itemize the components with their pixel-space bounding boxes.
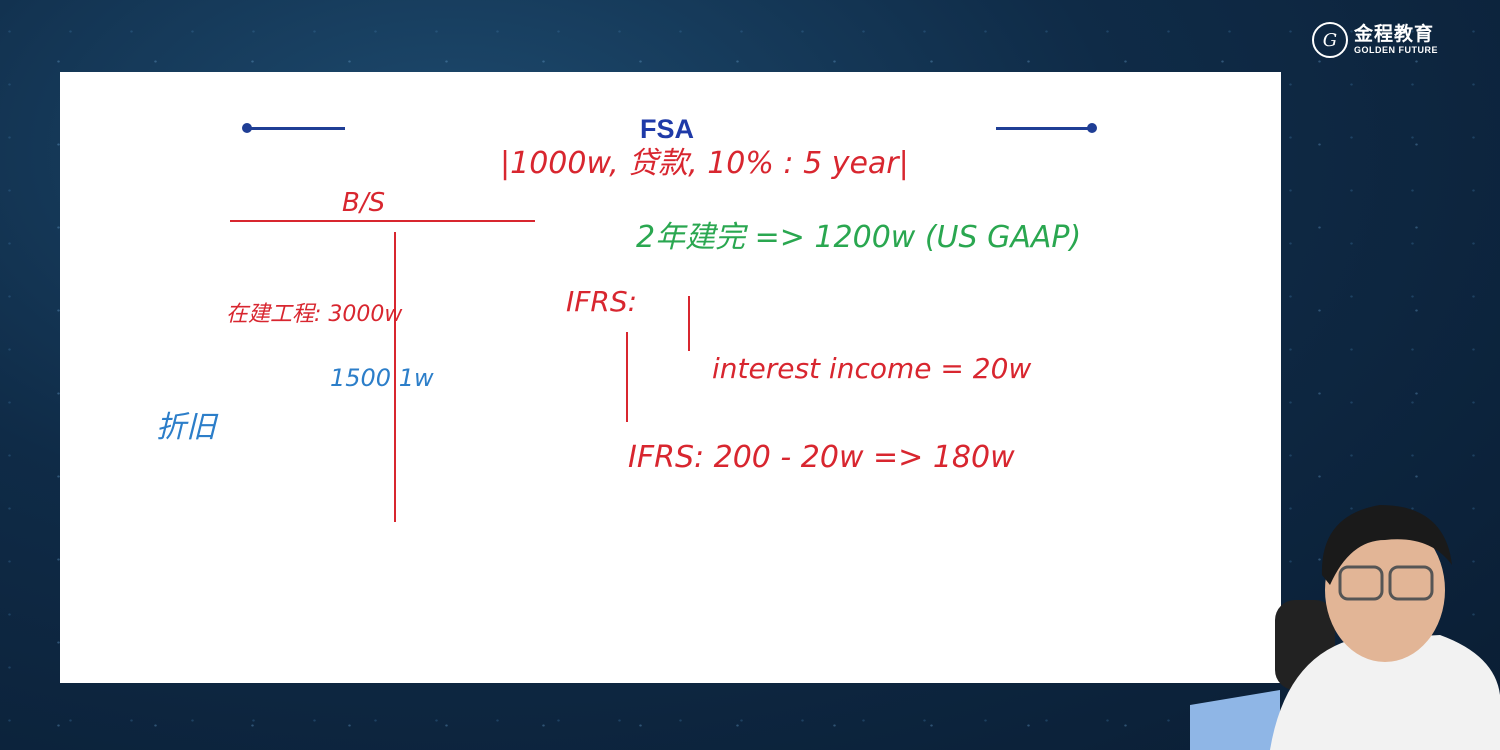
decor-line-right [996, 127, 1088, 130]
annotation-cip: 在建工程: 3000w [226, 302, 403, 327]
decor-line-left [247, 127, 345, 130]
t-account-horizontal [230, 220, 535, 222]
hair [1321, 505, 1452, 585]
logo-seal-icon: G [1312, 22, 1348, 58]
whiteboard-slide [60, 72, 1281, 683]
arrow-down-2 [688, 296, 690, 351]
shirt [1270, 635, 1500, 750]
decor-dot-right [1087, 123, 1097, 133]
annotation-usgaap: 2年建完 => 1200w (US GAAP) [636, 220, 1082, 255]
brand-logo: G 金程教育 GOLDEN FUTURE [1312, 22, 1438, 58]
annotation-loan: |1000w, 贷款, 10% : 5 year| [500, 146, 909, 181]
annotation-cip-2: 1500 1w [330, 364, 434, 392]
slide-title: FSA [640, 114, 694, 144]
t-account-vertical [394, 232, 396, 522]
brand-name-cn: 金程教育 [1354, 24, 1435, 45]
glasses-lens [1388, 565, 1434, 601]
annotation-ifrs-2: IFRS: 200 - 20w => 180w [628, 440, 1015, 475]
pillow [1190, 690, 1280, 750]
annotation-bs: B/S [342, 188, 386, 218]
annotation-depreciation: 折旧 [156, 410, 216, 445]
arrow-down-1 [626, 332, 628, 422]
presenter-video [1190, 505, 1500, 750]
brand-name-en: GOLDEN FUTURE [1354, 45, 1438, 55]
glasses-icon [1338, 565, 1384, 601]
annotation-ifrs-1: IFRS: [566, 285, 638, 318]
annotation-interest-income: interest income = 20w [712, 352, 1032, 385]
face [1325, 518, 1445, 662]
